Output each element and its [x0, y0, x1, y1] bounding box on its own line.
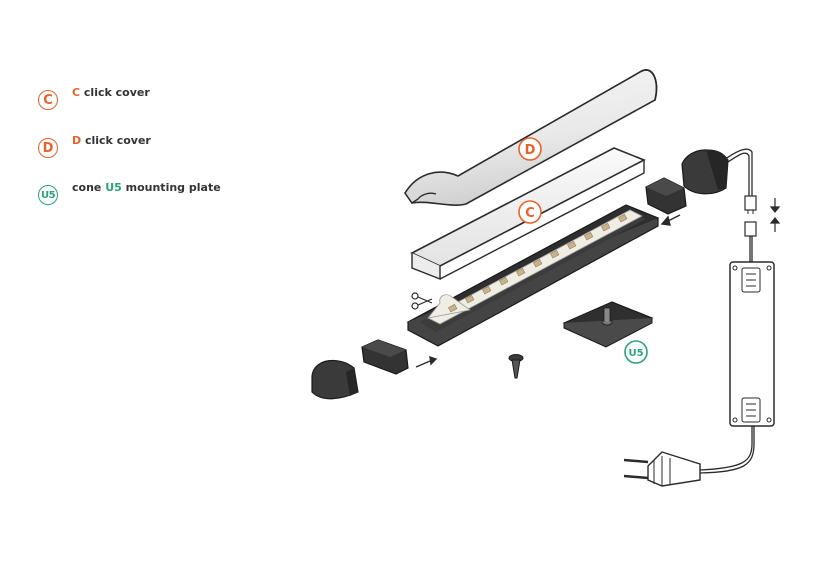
led-strip: [427, 209, 643, 325]
callout-d: D: [518, 137, 542, 161]
legend-text-c: C click cover: [72, 86, 150, 99]
screw-icon: [508, 354, 524, 379]
left-end-cap-with-hole: [361, 339, 409, 375]
arrow-icon: [660, 214, 681, 226]
badge-u5: U5: [38, 185, 58, 205]
svg-text:C: C: [525, 206, 535, 221]
power-plug-icon: [623, 451, 701, 487]
svg-text:U5: U5: [628, 348, 643, 359]
connector-icon: [744, 195, 757, 237]
scissors-icon: [411, 292, 433, 310]
svg-text:D: D: [525, 143, 536, 158]
right-end-cap-with-hole: [645, 177, 687, 215]
power-cable: [699, 148, 755, 474]
badge-c: C: [38, 90, 58, 110]
legend: C C click cover D D click cover U5 cone …: [0, 0, 300, 230]
legend-text-u5: cone U5 mounting plate: [72, 181, 221, 194]
join-arrows-icon: [769, 198, 781, 232]
callout-u5: U5: [624, 340, 648, 364]
badge-d: D: [38, 138, 58, 158]
arrow-icon: [415, 355, 438, 368]
legend-text-d: D click cover: [72, 134, 151, 147]
u5-mounting-plate: [562, 301, 654, 348]
callout-c: C: [518, 200, 542, 224]
led-driver-icon: [729, 261, 775, 427]
right-end-cap: [681, 149, 729, 195]
left-end-cap: [311, 359, 359, 400]
